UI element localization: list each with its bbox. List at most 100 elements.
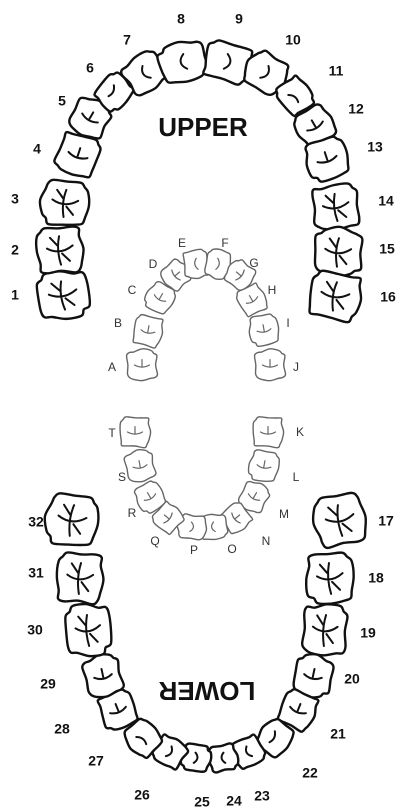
tooth-number-31: 31 [28,565,44,581]
tooth-1 [35,270,92,321]
tooth-27 [123,717,164,760]
tooth-17 [311,491,367,550]
tooth-12 [293,103,338,150]
tooth-number-25: 25 [194,794,210,808]
primary-teeth [119,248,287,541]
tooth-groove [261,359,279,368]
tooth-letter-D: D [149,257,158,271]
tooth-14 [311,182,361,231]
tooth-groove [231,512,241,524]
tooth-19 [300,603,349,657]
tooth-number-10: 10 [285,32,301,48]
tooth-number-23: 23 [254,788,270,804]
tooth-3 [38,178,91,227]
tooth-groove [51,188,80,219]
tooth-groove [268,730,277,744]
tooth-number-24: 24 [226,793,242,808]
tooth-groove [141,64,152,79]
tooth-letter-B: B [114,316,122,330]
primary-tooth-A [125,348,159,382]
tooth-number-18: 18 [368,570,384,586]
tooth-number-1: 1 [11,287,19,303]
tooth-4 [53,130,102,179]
tooth-outline [300,603,349,657]
tooth-letter-P: P [190,543,198,557]
primary-tooth-G [223,259,257,292]
tooth-22 [254,717,295,759]
tooth-number-26: 26 [134,787,150,803]
tooth-32 [43,492,100,547]
tooth-groove [210,521,216,533]
tooth-groove [189,521,195,533]
primary-tooth-T [119,416,152,449]
tooth-number-16: 16 [380,289,396,305]
tooth-letter-M: M [279,507,289,521]
tooth-outline [207,742,240,774]
tooth-groove [132,460,148,469]
tooth-groove [321,192,350,223]
tooth-groove [324,504,355,537]
tooth-groove [215,257,220,270]
tooth-groove [163,512,173,524]
tooth-groove [245,295,259,304]
tooth-number-7: 7 [123,32,131,48]
lower-arch-label: LOWER [158,676,255,706]
tooth-number-14: 14 [378,193,394,209]
tooth-groove [306,119,324,132]
tooth-outline [311,182,361,231]
tooth-outline [55,551,105,606]
tooth-groove [220,751,227,764]
tooth-outline [38,178,91,227]
tooth-number-32: 32 [28,514,44,530]
tooth-number-29: 29 [40,676,56,692]
tooth-outline [43,492,100,547]
tooth-groove [320,280,351,312]
tooth-outline [230,733,267,770]
tooth-groove [143,492,157,501]
tooth-groove [235,269,245,281]
tooth-outline [275,74,316,118]
tooth-groove [135,735,148,746]
tooth-number-27: 27 [88,753,104,769]
primary-tooth-H [235,282,268,318]
tooth-letter-L: L [293,470,300,484]
tooth-letter-Q: Q [150,534,159,548]
tooth-10 [242,49,290,97]
tooth-number-6: 6 [86,60,94,76]
tooth-groove [256,324,272,333]
tooth-13 [304,135,350,183]
tooth-groove [316,151,338,164]
tooth-groove [259,64,270,79]
tooth-number-12: 12 [348,101,364,117]
tooth-groove [259,426,277,435]
tooth-groove [244,745,254,758]
tooth-groove [74,614,102,647]
tooth-letter-R: R [128,506,137,520]
tooth-letter-T: T [108,426,116,440]
tooth-number-2: 2 [11,242,19,258]
primary-tooth-K [252,416,285,449]
tooth-groove [140,325,156,334]
tooth-groove [194,257,199,270]
tooth-28 [96,688,139,731]
tooth-29 [81,653,125,699]
upper-arch-label: UPPER [158,112,248,142]
primary-tooth-I [248,313,280,348]
tooth-letter-A: A [108,360,116,374]
tooth-groove [303,667,323,681]
tooth-number-4: 4 [33,141,41,157]
tooth-number-5: 5 [58,93,66,109]
tooth-groove [289,702,307,715]
tooth-number-17: 17 [378,513,394,529]
permanent-teeth [35,39,367,774]
tooth-groove [47,280,78,311]
tooth-number-11: 11 [329,63,344,79]
tooth-2 [35,225,85,275]
tooth-groove [153,293,167,302]
tooth-letter-E: E [178,236,186,250]
tooth-letter-N: N [262,534,271,548]
tooth-number-28: 28 [54,721,70,737]
tooth-groove [287,93,300,104]
tooth-letter-F: F [221,236,228,250]
tooth-outline [35,270,92,321]
